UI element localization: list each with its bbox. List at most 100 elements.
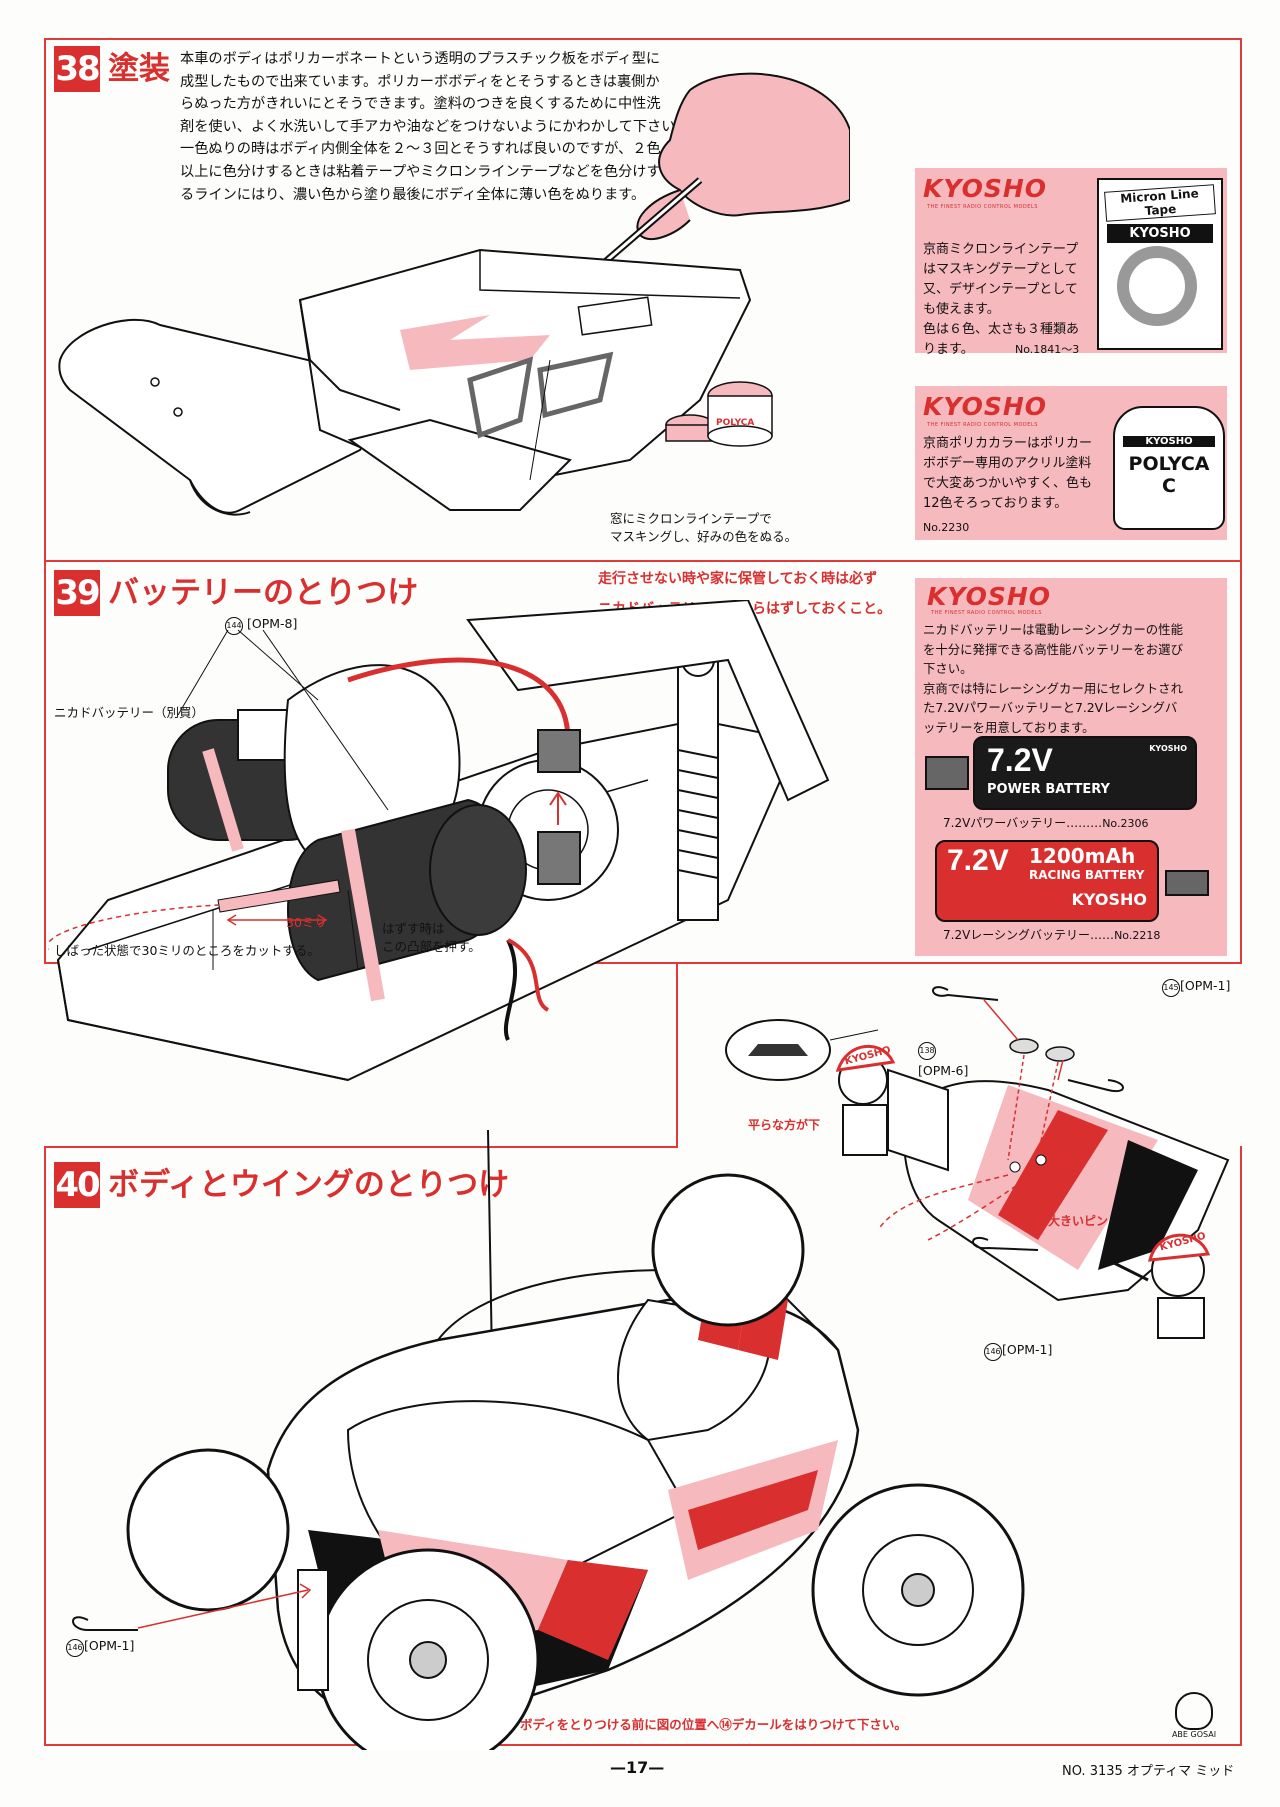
warning-line: 走行させない時や家に保管しておく時は必ず — [598, 571, 878, 587]
power-part-no: No.2306 — [1102, 817, 1149, 830]
paint-line: ボボデー専用のアクリル塗料 — [923, 456, 1092, 471]
racing-part-no: No.2218 — [1114, 929, 1161, 942]
power-battery-plug — [925, 756, 969, 790]
step-40-number: 40 — [54, 1162, 101, 1208]
battery-ad: KYOSHO THE FINEST RADIO CONTROL MODELS ニ… — [915, 578, 1227, 956]
part-146-label: [OPM-1] — [84, 1638, 135, 1653]
masking-note-line: 窓にミクロンラインテープで — [610, 511, 772, 526]
step-39-frame — [44, 562, 1242, 964]
part-146-label: [OPM-1] — [1002, 1342, 1053, 1357]
racing-battery-caption: 7.2Vレーシングバッテリー……No.2218 — [943, 926, 1160, 943]
kyosho-logo: KYOSHO — [923, 392, 1048, 421]
part-ref-138: 138 — [918, 1042, 936, 1060]
paint-part-no: No.2230 — [923, 521, 970, 534]
tape-line: 又、デザインテープとして — [923, 282, 1078, 297]
release-note: はずす時は この凸部を押す。 — [382, 920, 481, 956]
step-38-number: 38 — [54, 46, 101, 92]
part-ref-145: 145 — [1162, 979, 1180, 997]
racing-battery-capacity: 1200mAh — [1029, 844, 1136, 868]
battery-line: を十分に発揮できる高性能バッテリーをお選び — [923, 641, 1183, 657]
battery-description: ニカドバッテリーは電動レーシングカーの性能 を十分に発揮できる高性能バッテリーを… — [923, 620, 1223, 737]
instruction-line: 一色ぬりの時はボディ内側全体を２～３回とそうすれば良いのですが、２色 — [180, 141, 661, 158]
instruction-line: 以上に色分けするときは粘着テープやミクロンラインテープなどを色分けす — [180, 163, 661, 180]
cut-length-label: 30ミリ — [286, 915, 327, 930]
power-battery-label: POWER BATTERY — [987, 782, 1110, 797]
release-note-line: はずす時は — [382, 921, 445, 936]
flat-side-note: 平らな方が下 — [748, 1118, 821, 1132]
racing-battery-pack: 7.2V 1200mAh RACING BATTERY KYOSHO — [935, 840, 1159, 922]
tape-line: も使えます。 — [923, 302, 1000, 317]
kyosho-tagline: THE FINEST RADIO CONTROL MODELS — [931, 610, 1042, 616]
step-38-instructions: 本車のボディはポリカーボネートという透明のプラスチック板をボディ型に 成型したも… — [180, 48, 700, 206]
part-146-rear-callout: 146[OPM-1] — [984, 1342, 1052, 1361]
battery-line: ッテリーを用意しております。 — [923, 719, 1095, 735]
step-40-divider-horizontal — [44, 1146, 678, 1148]
battery-line: 下さい。 — [923, 661, 973, 676]
instruction-line: 本車のボディはポリカーボネートという透明のプラスチック板をボディ型に — [180, 51, 661, 67]
tape-package-brand: KYOSHO — [1107, 224, 1213, 243]
paint-line: 12色そろっております。 — [923, 496, 1068, 511]
power-battery-caption: 7.2Vパワーバッテリー………No.2306 — [943, 814, 1148, 831]
kyosho-logo: KYOSHO — [923, 174, 1048, 203]
part-146-front-callout: 146[OPM-1] — [66, 1638, 134, 1657]
racing-battery-voltage: 7.2V — [947, 844, 1009, 877]
micron-tape-ad: KYOSHO THE FINEST RADIO CONTROL MODELS 京… — [915, 168, 1227, 357]
paint-description: 京商ポリカカラーはポリカー ボボデー専用のアクリル塗料 で大変あつかいやすく、色… — [923, 434, 1123, 514]
part-144-label: [OPM-8] — [246, 616, 298, 631]
tape-line: はマスキングテープとして — [923, 262, 1078, 277]
tape-line: 色は６色、太さも３種類あ — [923, 322, 1080, 337]
battery-line: 京商では特にレーシングカー用にセレクトされ — [923, 680, 1183, 696]
tape-description: 京商ミクロンラインテープ はマスキングテープとして 又、デザインテープとして も… — [923, 240, 1103, 360]
racing-battery-plug — [1165, 870, 1209, 896]
masking-note-line: マスキングし、好みの色をぬる。 — [610, 529, 798, 544]
kyosho-tagline: THE FINEST RADIO CONTROL MODELS — [927, 204, 1038, 210]
kyosho-tagline: THE FINEST RADIO CONTROL MODELS — [927, 422, 1038, 428]
battery-line: た7.2Vパワーバッテリーと7.2Vレーシングバ — [923, 700, 1178, 715]
step-39-title: バッテリーのとりつけ — [108, 575, 419, 611]
part-ref-144: 144 — [225, 617, 243, 635]
tape-part-no: No.1841～3 — [1015, 343, 1080, 356]
decal-note: ボディをとりつける前に図の位置へ⑭デカールをはりつけて下さい。 — [520, 1717, 907, 1732]
step-39-number: 39 — [54, 570, 101, 616]
racing-caption-text: 7.2Vレーシングバッテリー…… — [943, 928, 1115, 942]
paint-line: で大変あつかいやすく、色も — [923, 476, 1093, 491]
part-ref-146: 146 — [984, 1343, 1002, 1361]
abe-gosai-emblem-icon — [1175, 1692, 1213, 1730]
step-40-body-wing-illustration: KYOSHO KYOSHO — [72, 986, 1230, 1750]
step-40-title: ボディとウイングのとりつけ — [108, 1167, 510, 1203]
part-ref-146: 146 — [66, 1639, 84, 1657]
paint-jar-brand: KYOSHO — [1123, 436, 1215, 447]
instruction-line: らぬった方がきれいにとそうできます。塗料のつきを良くするために中性洗 — [180, 96, 661, 113]
tape-package-label: Micron Line Tape — [1104, 184, 1216, 222]
tape-package: Micron Line Tape KYOSHO — [1097, 178, 1223, 350]
big-pin-note: 大きいピン — [1048, 1214, 1109, 1228]
paint-jar-label: POLYCA C — [1128, 453, 1210, 497]
masking-note: 窓にミクロンラインテープで マスキングし、好みの色をぬる。 — [610, 510, 797, 546]
part-144-callout: 144 [OPM-8] — [225, 616, 297, 635]
paint-line: 京商ポリカカラーはポリカー — [923, 436, 1093, 451]
step-38-title: 塗装 — [108, 51, 170, 87]
kyosho-logo: KYOSHO — [927, 582, 1052, 611]
step-40-frame — [44, 1146, 1242, 1746]
release-note-line: この凸部を押す。 — [382, 939, 481, 954]
instruction-line: 成型したもので出来ています。ポリカーボボディをとそうするときは裏側か — [180, 73, 660, 90]
power-battery-pack: 7.2V POWER BATTERY KYOSHO — [973, 736, 1197, 810]
cut-note: しばった状態で30ミリのところをカットする。 — [54, 943, 320, 958]
polyca-color-ad: KYOSHO THE FINEST RADIO CONTROL MODELS 京… — [915, 386, 1227, 540]
part-138-callout: 138 [OPM-6] — [918, 1038, 968, 1082]
power-caption-text: 7.2Vパワーバッテリー……… — [943, 816, 1103, 830]
battery-line: ニカドバッテリーは電動レーシングカーの性能 — [923, 622, 1183, 637]
step-40-divider-vertical — [676, 962, 678, 1148]
part-138-label: [OPM-6] — [918, 1063, 969, 1078]
nicad-battery-label: ニカドバッテリー（別買） — [54, 705, 205, 720]
power-battery-brand: KYOSHO — [1149, 744, 1187, 753]
racing-battery-label: RACING BATTERY — [1029, 868, 1145, 882]
small-jar-label: POLYCA — [716, 418, 754, 428]
page-number: —17— — [610, 1758, 665, 1777]
abe-gosai-text: ABE GOSAI — [1171, 1730, 1217, 1739]
tape-line: ります。 — [923, 342, 974, 357]
part-145-label: [OPM-1] — [1180, 978, 1231, 993]
step-38-frame — [44, 38, 1242, 562]
document-number: NO. 3135 オプティマ ミッド — [1062, 1764, 1235, 1779]
abe-gosai-logo: ABE GOSAI — [1164, 1692, 1224, 1739]
